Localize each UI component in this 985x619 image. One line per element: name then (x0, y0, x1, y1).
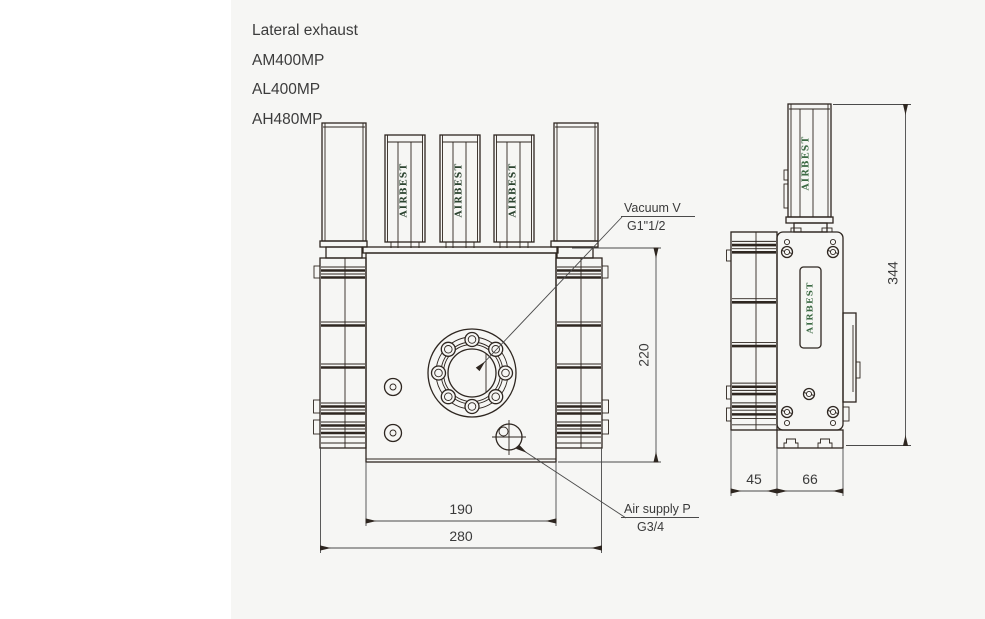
air-supply-label: Air supply P (624, 502, 691, 516)
model-label-ah480mp: AH480MP (252, 110, 323, 128)
airbest-logo-side-plate: AIRBEST (806, 281, 816, 334)
front-muffler-outer-right (550, 122, 599, 259)
front-muffler-2: AIRBEST (439, 134, 481, 248)
dim-text-190: 190 (449, 501, 473, 517)
vacuum-flange (427, 328, 517, 418)
side-muffler: AIRBEST (783, 103, 834, 233)
dim-text-220: 220 (636, 343, 652, 367)
dimension-280: 280 (320, 448, 602, 553)
front-view: AIRBEST AIRBEST AIRBEST (313, 122, 609, 463)
dimension-190: 190 (365, 462, 557, 526)
t-slot-right (817, 438, 833, 448)
airbest-logo-muffler-3: AIRBEST (509, 163, 519, 219)
vacuum-port-thread: G1"1/2 (627, 219, 666, 233)
front-muffler-1: AIRBEST (384, 134, 426, 248)
dimension-344: 344 (833, 104, 911, 446)
vacuum-port-label: Vacuum V (624, 201, 681, 215)
dim-text-66: 66 (802, 471, 818, 487)
air-supply-callout: Air supply P G3/4 (516, 444, 699, 534)
air-supply-port (492, 420, 526, 455)
airbest-logo-side-muffler: AIRBEST (802, 136, 812, 192)
front-muffler-outer-left (319, 122, 368, 259)
mounting-bracket-side (726, 230, 779, 432)
mounting-bracket-front-left (313, 256, 368, 450)
body-screw-hole-lower (383, 423, 403, 443)
dim-text-344: 344 (885, 261, 901, 285)
airbest-logo-muffler-1: AIRBEST (400, 163, 410, 219)
air-supply-thread: G3/4 (637, 520, 664, 534)
product-title-block: Lateral exhaust AM400MP AL400MP AH480MP (252, 16, 358, 134)
airbest-logo-muffler-2: AIRBEST (455, 163, 465, 219)
vacuum-port-callout: Vacuum V G1"1/2 (475, 201, 695, 372)
pump-body-side: AIRBEST (776, 227, 861, 431)
model-label-al400mp: AL400MP (252, 81, 321, 98)
front-muffler-3: AIRBEST (493, 134, 535, 248)
exhaust-type-label: Lateral exhaust (252, 22, 358, 39)
dim-text-45: 45 (746, 471, 762, 487)
model-label-am400mp: AM400MP (252, 51, 325, 69)
side-center-screw (802, 387, 816, 401)
dim-text-280: 280 (449, 528, 473, 544)
drawing-panel (231, 0, 985, 619)
side-view: AIRBEST AIRBEST (726, 103, 861, 449)
side-base-rail (776, 429, 844, 449)
dimension-220: 220 (558, 247, 661, 463)
mounting-bracket-front-right (554, 256, 609, 450)
dimension-45-66: 45 66 (730, 430, 844, 496)
side-brand-plate (799, 266, 822, 349)
side-port-boss (842, 312, 857, 403)
exhaust-manifold-plate (362, 246, 559, 254)
body-screw-hole-upper (383, 377, 403, 397)
t-slot-left (783, 438, 799, 448)
